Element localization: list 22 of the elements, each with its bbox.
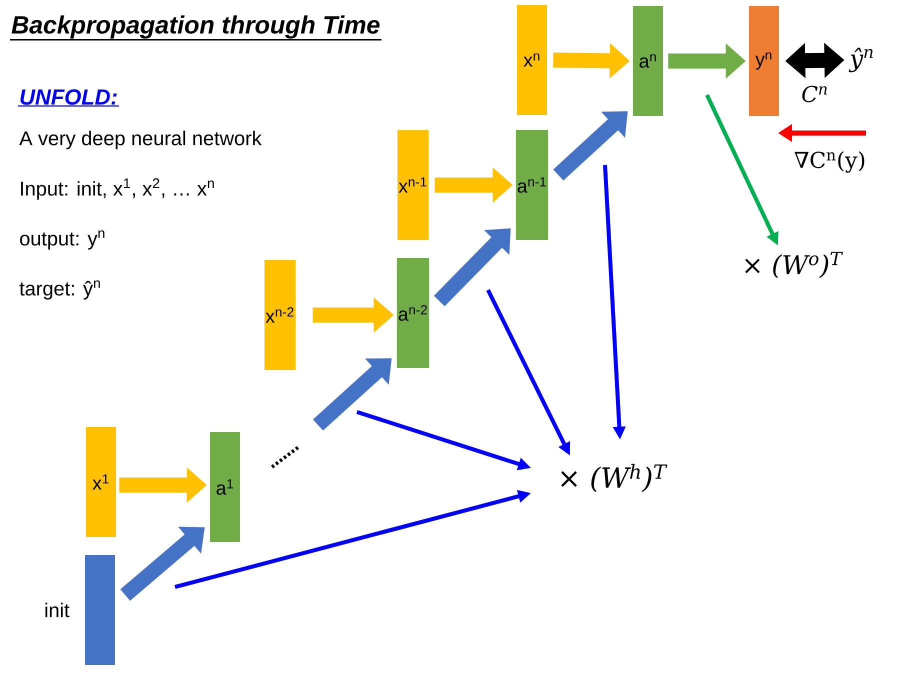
title: Backpropagation through Time	[10, 15, 382, 41]
arrow	[434, 228, 511, 306]
text-line: output: y$^{n}$	[20, 230, 104, 250]
section-heading: UNFOLD:	[18, 89, 120, 107]
input-bar: x$^{n-2}$	[264, 260, 296, 370]
gradient-label: ∇C$^{n}$(y)	[794, 151, 864, 173]
weight-formula: × (W$^{h}$)$^{T}$	[561, 464, 668, 492]
text-line: Input: init, x$^{1}$, x$^{2}$, … x$^{n}$	[21, 178, 214, 200]
hidden-state-bar: a$^{n-1}$	[516, 130, 548, 240]
input-bar: x$^{1}$	[86, 427, 116, 537]
text-line: target: ŷ$^{n}$	[20, 280, 100, 300]
weight-formula: × (W$^{o}$)$^{T}$	[745, 252, 843, 278]
hidden-state-bar: a$^{n}$	[633, 6, 663, 116]
hidden-state-bar: a$^{1}$	[210, 432, 240, 542]
target-label: ŷ$^{n}$	[848, 48, 873, 72]
bar-caption: init	[45, 602, 70, 618]
input-bar: x$^{n-1}$	[397, 130, 429, 240]
edge-label: C$^{n}$	[800, 84, 830, 104]
hidden-state-bar: a$^{n-2}$	[396, 258, 430, 368]
input-bar: x$^{n}$	[517, 5, 547, 115]
text-line: A very deep neural network	[19, 130, 262, 150]
output-bar: y$^{n}$	[749, 6, 779, 116]
